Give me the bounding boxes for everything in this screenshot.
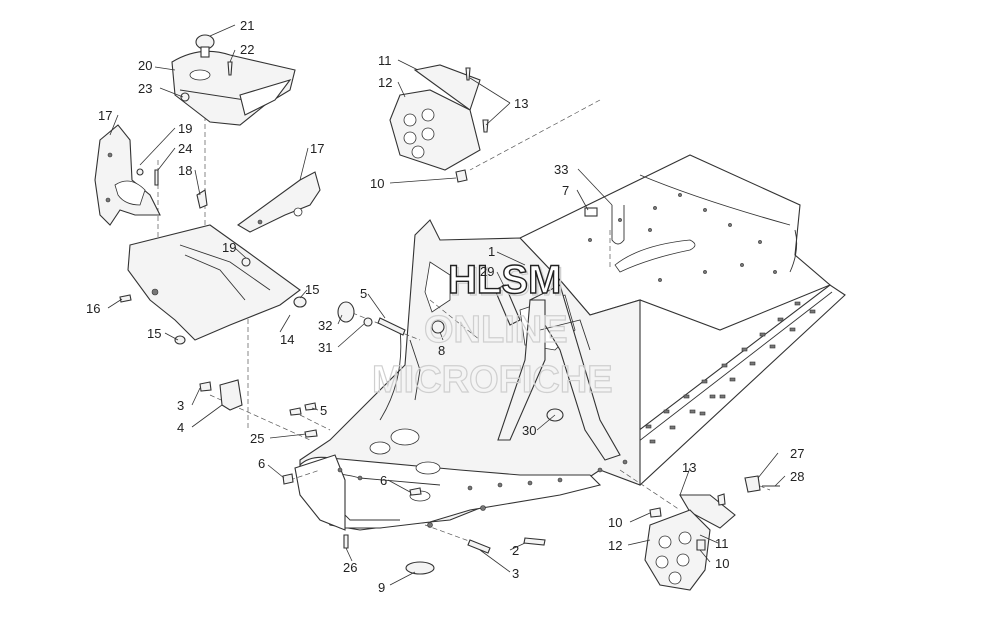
- bolt-part-5c: [377, 317, 406, 336]
- callout-1: 1: [488, 244, 495, 259]
- part-8: [431, 320, 445, 334]
- callout-27: 27: [790, 446, 804, 461]
- bracket-part-4: [199, 379, 243, 411]
- callout-25: 25: [250, 431, 264, 446]
- watermark: HLSM HLSM ONLINE MICROFICHE: [371, 257, 613, 401]
- callout-21: 21: [240, 18, 254, 33]
- callout-19-lower: 19: [222, 240, 236, 255]
- callout-2: 2: [512, 543, 519, 558]
- bolt-part-5a: [289, 407, 302, 416]
- callout-24: 24: [178, 141, 192, 156]
- watermark-line2: ONLINE: [424, 309, 568, 351]
- washer-part-31: [363, 317, 373, 327]
- callout-30: 30: [522, 423, 536, 438]
- bolt-part-25: [304, 429, 318, 438]
- console-part-20: [171, 50, 296, 126]
- callout-6-center: 6: [380, 473, 387, 488]
- callout-28: 28: [790, 469, 804, 484]
- callout-20: 20: [138, 58, 152, 73]
- callout-9: 9: [378, 580, 385, 595]
- nut-part-23: [180, 92, 190, 102]
- screw-part-26: [343, 534, 349, 549]
- fastener-part-18: [196, 189, 208, 209]
- watermark-line1-shadow: HLSM: [450, 260, 563, 304]
- callout-26: 26: [343, 560, 357, 575]
- bolt-part-3: [467, 539, 491, 554]
- cover-plate-upper: [389, 64, 489, 183]
- cover-plate-lower: [644, 493, 736, 591]
- nut-part-15b: [174, 335, 186, 345]
- callout-13-upper: 13: [514, 96, 528, 111]
- callout-33: 33: [554, 162, 568, 177]
- callout-10-lower-left: 10: [608, 515, 622, 530]
- callout-10-upper: 10: [370, 176, 384, 191]
- callout-29: 29: [480, 264, 494, 279]
- callout-labels: 21 22 20 23 17 19 24 18 17 19 16 15 15 1…: [86, 18, 804, 595]
- callout-6-left: 6: [258, 456, 265, 471]
- bracket-part-17-right: [236, 171, 321, 233]
- clip-part-27: [744, 475, 761, 493]
- callout-16: 16: [86, 301, 100, 316]
- bolt-part-6b: [409, 487, 422, 496]
- mount-plate-part-14: [127, 224, 301, 341]
- callout-7: 7: [562, 183, 569, 198]
- bolt-part-6a: [282, 473, 294, 485]
- callout-15-left: 15: [147, 326, 161, 341]
- callout-3-bottom: 3: [512, 566, 519, 581]
- callout-23: 23: [138, 81, 152, 96]
- callout-17-left: 17: [98, 108, 112, 123]
- callout-5-upper: 5: [360, 286, 367, 301]
- callout-12-upper: 12: [378, 75, 392, 90]
- callout-18: 18: [178, 163, 192, 178]
- fastener-part-24: [154, 169, 159, 186]
- fastener-part-19a: [136, 168, 144, 176]
- screw-part-22: [227, 61, 233, 76]
- bushing-part-32: [337, 301, 355, 323]
- callout-5-lower: 5: [320, 403, 327, 418]
- bolt-part-16: [119, 294, 132, 303]
- callout-14: 14: [280, 332, 294, 347]
- callout-12-lower: 12: [608, 538, 622, 553]
- callout-19-upper: 19: [178, 121, 192, 136]
- callout-11-lower: 11: [715, 536, 729, 551]
- knob-part-21: [195, 34, 215, 58]
- nut-part-15a: [293, 296, 307, 308]
- chassis-assembly: [294, 154, 846, 531]
- callout-15-right: 15: [305, 282, 319, 297]
- bolt-part-2: [523, 537, 546, 546]
- callout-22: 22: [240, 42, 254, 57]
- callout-10-lower-right: 10: [715, 556, 729, 571]
- callout-3-left: 3: [177, 398, 184, 413]
- bracket-part-17-left: [94, 124, 161, 226]
- part-29: [494, 284, 521, 326]
- callout-11-upper: 11: [378, 53, 392, 68]
- leader-lines: [107, 24, 786, 586]
- callout-17-right: 17: [310, 141, 324, 156]
- watermark-line1: HLSM: [448, 258, 561, 302]
- callout-8: 8: [438, 343, 445, 358]
- callout-4: 4: [177, 420, 184, 435]
- callout-31: 31: [318, 340, 332, 355]
- watermark-line3: MICROFICHE: [372, 359, 613, 401]
- plug-part-9: [405, 561, 435, 575]
- nut-part-19b: [241, 257, 251, 267]
- callout-13-lower: 13: [682, 460, 696, 475]
- callout-32: 32: [318, 318, 332, 333]
